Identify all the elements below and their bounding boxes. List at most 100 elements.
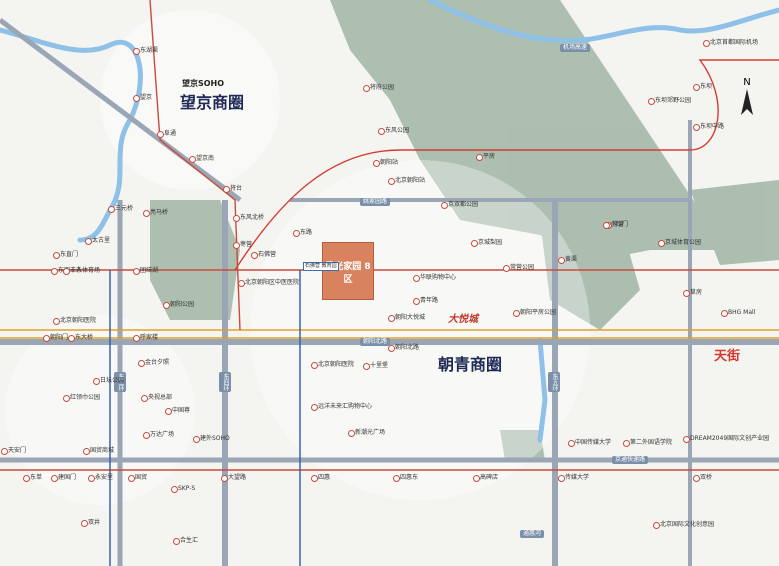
place-label-jingshuangdu: 京双都公园 <box>448 201 479 208</box>
station-pin <box>311 362 318 369</box>
place-label-xiaohongmen: 小红门 <box>610 221 629 228</box>
station-pin <box>68 335 75 342</box>
green-east <box>690 180 779 265</box>
station-pin <box>189 156 196 163</box>
place-label-bhg: BHG Mall <box>728 309 756 316</box>
green-northeast <box>330 0 720 260</box>
place-label-dongzhimen: 东直门 <box>60 251 79 258</box>
station-pin <box>503 265 510 272</box>
place-label-jingcheng_ligong: 京城梨园 <box>478 239 503 246</box>
station-pin <box>93 378 100 385</box>
road-yaojiayuan: 姚家园路 <box>360 198 391 206</box>
district-chaoqing: 朝青商圈 <box>438 355 503 374</box>
place-label-sihuidong: 四惠东 <box>400 474 419 481</box>
station-pin <box>193 436 200 443</box>
station-pin <box>558 257 565 264</box>
place-label-dream2049: DREAM2049国际文创产业园 <box>690 435 770 442</box>
place-label-jianwai: 建外SOHO <box>200 435 230 442</box>
place-label-donglu: 东路 <box>300 229 313 236</box>
place-label-shuangjing: 双井 <box>88 519 101 526</box>
station-pin <box>703 40 710 47</box>
station-pin <box>133 335 140 342</box>
station-pin <box>53 318 60 325</box>
place-label-heshenghui: 合生汇 <box>180 537 199 544</box>
place-label-chaoyangmen: 朝阳门 <box>50 334 69 341</box>
station-pin <box>623 440 630 447</box>
project-label: 星光家园 8区 <box>325 262 371 285</box>
station-pin <box>173 538 180 545</box>
station-pin <box>473 475 480 482</box>
place-label-xinchao: 新潮光广场 <box>355 429 386 436</box>
place-label-pingfang: 平房 <box>483 153 496 160</box>
place-label-tuanjiehu: 团结湖 <box>140 267 159 274</box>
compass: N <box>735 75 759 125</box>
place-label-qingnianlu: 青年路 <box>420 297 439 304</box>
place-label-beijingchaoyangstation: 北京朝阳站 <box>395 177 426 184</box>
place-label-huanggangzhanwu: 北京首都国际机场 <box>710 39 759 46</box>
station-pin <box>441 202 448 209</box>
station-pin <box>683 290 690 297</box>
station-pin <box>603 222 610 229</box>
station-pin <box>378 128 385 135</box>
place-label-zaoying: 枣营 <box>240 241 253 248</box>
place-label-huangqu: 黄渠 <box>565 256 578 263</box>
place-label-zhongguozun: 中国尊 <box>172 407 191 414</box>
station-pin <box>233 242 240 249</box>
place-label-tiananmen: 天安门 <box>8 447 27 454</box>
place-label-liangmaqiao: 亮马桥 <box>150 209 169 216</box>
place-label-guomao_school: 国贸商城 <box>90 447 115 454</box>
station-pin <box>23 475 30 482</box>
station-pin <box>171 486 178 493</box>
station-pin <box>348 430 355 437</box>
green-south <box>500 430 545 460</box>
station-pin <box>311 404 318 411</box>
station-pin <box>81 520 88 527</box>
place-label-jiangtai: 将台 <box>230 185 243 192</box>
station-pin <box>413 275 420 282</box>
place-label-gongren: 工人体育场 <box>70 267 101 274</box>
rivers <box>0 0 779 443</box>
station-pin <box>693 475 700 482</box>
station-pin <box>693 124 700 131</box>
station-pin <box>373 160 380 167</box>
station-pin <box>63 395 70 402</box>
place-label-yonganli: 永安里 <box>95 474 114 481</box>
station-pin <box>653 522 660 529</box>
station-pin <box>476 154 483 161</box>
place-label-hospital1: 北京朝阳医院 <box>318 361 355 368</box>
place-label-changying: 常营 <box>612 221 625 228</box>
place-label-dongbajiadou: 东坝郊野公园 <box>655 97 692 104</box>
station-pin <box>513 310 520 317</box>
place-label-dongfeng: 东风公园 <box>385 127 410 134</box>
station-pin <box>413 298 420 305</box>
station-pin <box>165 408 172 415</box>
station-pin <box>658 240 665 247</box>
place-label-gaobeidian: 高碑店 <box>480 474 499 481</box>
place-label-chaoyangjoy_park: 朝阳平房公园 <box>520 309 557 316</box>
place-label-no2_foreign: 第二外国语学院 <box>630 439 673 446</box>
station-pin <box>1 448 8 455</box>
station-pin <box>388 315 395 322</box>
place-label-skp: SKP-S <box>178 485 196 492</box>
station-pin <box>143 210 150 217</box>
place-label-jintaixizhao: 金台夕照 <box>145 359 170 366</box>
place-label-jingtong_market: 北京国际文化创意园 <box>660 521 715 528</box>
road-tonghui: 通惠河 <box>520 530 545 538</box>
project-block[interactable]: 星光家园 8区 <box>322 242 374 300</box>
place-label-hujialou: 呼家楼 <box>140 334 159 341</box>
place-label-dongsishitiao: 东四十条 <box>58 267 83 274</box>
road-east5: 东五环 <box>548 372 560 392</box>
station-pin <box>693 84 700 91</box>
station-pin <box>163 302 170 309</box>
station-pin <box>471 240 478 247</box>
station-pin <box>388 178 395 185</box>
place-label-communication_univ: 中国传媒大学 <box>575 439 612 446</box>
place-label-yuanyang: 远洋未来汇购物中心 <box>318 403 373 410</box>
station-pin <box>108 206 115 213</box>
place-label-jingcheng_park: 京城体育公园 <box>665 239 702 246</box>
place-label-changying_park: 常营公园 <box>510 264 535 271</box>
station-pin <box>53 252 60 259</box>
station-pin <box>88 475 95 482</box>
brand-wangjing-soho: 望京SOHO <box>182 79 225 88</box>
